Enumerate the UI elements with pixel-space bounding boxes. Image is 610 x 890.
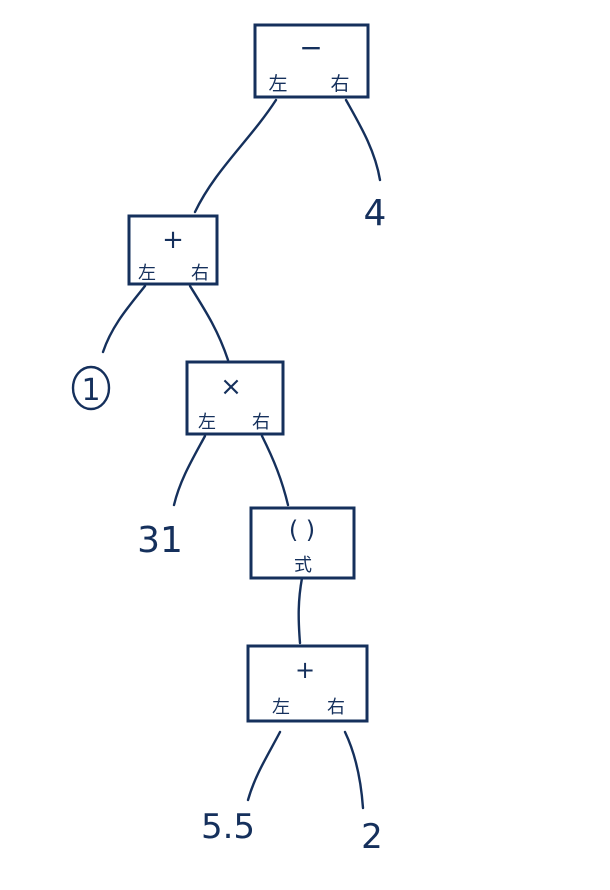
node-times: × 左 右	[185, 360, 285, 436]
edge-minus-to-4	[344, 98, 382, 182]
edge-plus-to-1	[101, 284, 147, 354]
node-plus-1-operator: +	[162, 225, 184, 255]
node-paren: ( ) 式	[249, 506, 356, 580]
node-minus-operator: −	[299, 31, 322, 64]
node-plus-2-right-label: 右	[327, 697, 345, 718]
leaf-one-circle	[71, 365, 111, 411]
node-times-right-label: 右	[252, 412, 270, 433]
node-times-left-label: 左	[198, 412, 216, 433]
node-plus-1-right-label: 右	[191, 263, 209, 284]
node-plus-2-left-label: 左	[272, 697, 290, 718]
edge-plus-to-2	[343, 730, 365, 810]
leaf-two: 2	[361, 817, 383, 857]
leaf-one: 1	[71, 365, 111, 411]
edge-paren-to-plus	[297, 576, 304, 645]
node-paren-expr-label: 式	[294, 555, 312, 576]
leaf-five-point-five: 5.5	[201, 807, 255, 847]
edge-times-to-31	[172, 434, 207, 507]
node-minus-right-label: 右	[330, 73, 349, 95]
edge-plus-to-5-5	[246, 730, 282, 802]
leaf-four: 4	[364, 193, 387, 234]
node-plus-1-left-label: 左	[138, 263, 156, 284]
node-plus-2-operator: +	[295, 656, 315, 684]
node-plus-2: + 左 右	[246, 644, 369, 723]
edge-minus-to-plus	[193, 98, 278, 214]
node-minus-left-label: 左	[268, 73, 287, 95]
edge-times-to-paren	[260, 434, 290, 507]
node-plus-1: + 左 右	[127, 214, 219, 286]
node-paren-operator: ( )	[289, 516, 315, 544]
node-minus: − 左 右	[253, 23, 370, 99]
leaf-thirty-one: 31	[137, 520, 183, 561]
edge-plus-to-times	[188, 284, 230, 362]
leaf-one-value: 1	[81, 373, 100, 408]
node-times-operator: ×	[220, 372, 242, 402]
